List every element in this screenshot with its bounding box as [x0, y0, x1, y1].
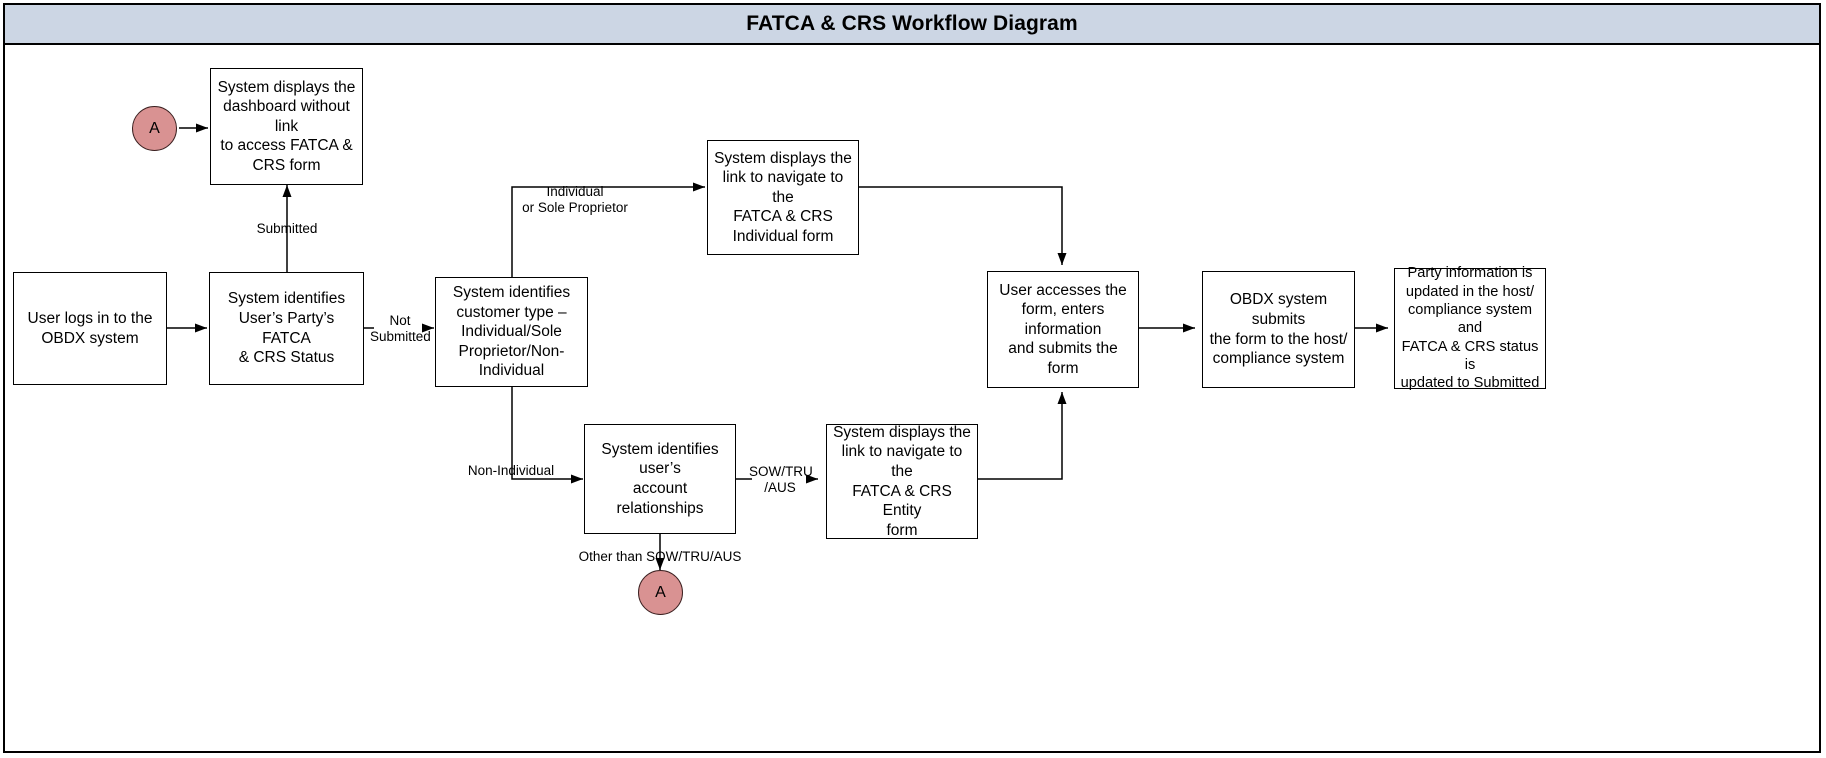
edge-individual-to-usersubmits [859, 186, 1067, 265]
node-account-relationships[interactable]: System identifies user’s account relatio… [584, 424, 736, 534]
connector-a-bottom[interactable]: A [638, 570, 683, 615]
edge-label-individual: Individual or Sole Proprietor [522, 184, 628, 216]
node-identify-status[interactable]: System identifies User’s Party’s FATCA &… [209, 272, 364, 385]
diagram-title-bar: FATCA & CRS Workflow Diagram [3, 3, 1821, 45]
page-title: FATCA & CRS Workflow Diagram [746, 12, 1078, 35]
connector-a-top[interactable]: A [132, 106, 177, 151]
node-party-information-updated[interactable]: Party information is updated in the host… [1394, 265, 1546, 391]
node-dashboard-without-link[interactable]: System displays the dashboard without li… [210, 68, 363, 185]
edge-label-sow-tru-aus: SOW/TRU /AUS [749, 464, 813, 496]
node-obdx-submits-form[interactable]: OBDX system submits the form to the host… [1202, 271, 1355, 388]
node-customer-type[interactable]: System identifies customer type – Indivi… [435, 277, 588, 387]
node-user-accesses-form[interactable]: User accesses the form, enters informati… [987, 271, 1139, 388]
edge-label-not-submitted: Not Submitted [370, 313, 431, 345]
edge-label-non-individual: Non-Individual [467, 463, 555, 478]
node-login[interactable]: User logs in to the OBDX system [13, 272, 167, 385]
node-link-entity-form[interactable]: System displays the link to navigate to … [826, 424, 978, 539]
edge-label-submitted: Submitted [256, 221, 318, 236]
edge-label-other-than-sow-tru-aus: Other than SOW/TRU/AUS [578, 549, 742, 564]
edge-entity-to-usersubmits [977, 392, 1067, 480]
node-link-individual-form[interactable]: System displays the link to navigate to … [707, 140, 859, 255]
